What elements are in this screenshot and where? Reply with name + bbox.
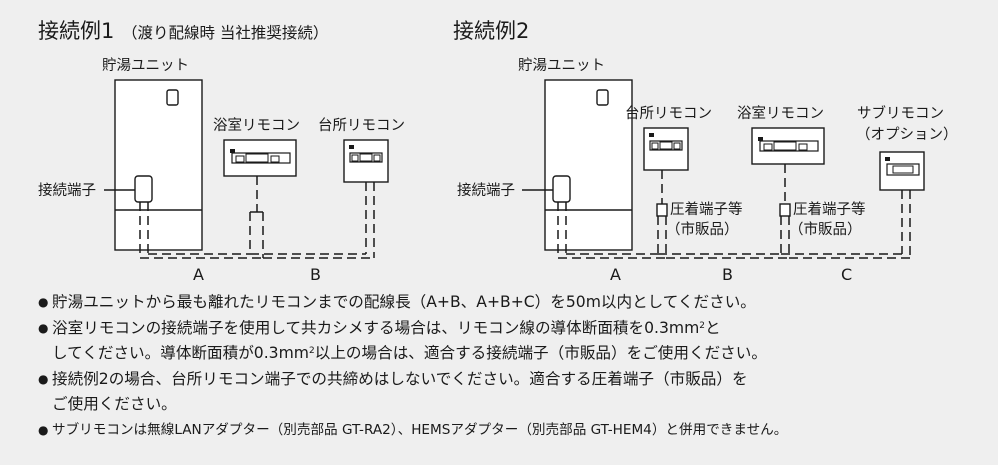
note-text: 浴室リモコンの接続端子を使用して共カシメする場合は、リモコン線の導体断面積を xyxy=(52,318,645,337)
note-value: 0.3mm xyxy=(253,344,309,362)
ex1-wiring xyxy=(139,176,375,259)
ex2-crimp1-note: （市販品） xyxy=(666,221,739,238)
ex2-wiring xyxy=(557,164,911,259)
ex1-segment-a: A xyxy=(193,265,204,284)
bullet-icon: ● xyxy=(38,320,49,335)
ex2-kitchen-remote xyxy=(643,127,689,171)
ex1-storage-unit xyxy=(114,79,203,251)
ex1-subtitle: （渡り配線時 当社推奨接続） xyxy=(122,24,328,42)
ex2-storage-unit xyxy=(544,79,633,251)
ex1-terminal-block xyxy=(134,175,153,203)
notes-list: ● 貯湯ユニットから最も離れたリモコンまでの配線長（A+B、A+B+C）を50m… xyxy=(38,290,993,443)
ex1-bath-remote xyxy=(223,139,297,177)
note-item: ● 接続例2の場合、台所リモコン端子での共締めはしないでください。適合する圧着端… xyxy=(38,367,993,418)
ex2-title: 接続例2 xyxy=(453,19,529,43)
ex1-remote-b-label: 台所リモコン xyxy=(318,117,405,134)
ex2-bath-remote xyxy=(751,127,825,165)
note-value: 0.3mm xyxy=(644,318,700,337)
ex2-segment-a: A xyxy=(610,265,621,284)
ex2-terminal-block xyxy=(552,175,571,203)
ex1-segment-b: B xyxy=(310,265,321,284)
note-superscript: 2 xyxy=(699,320,706,331)
note-text: ご使用ください。 xyxy=(52,395,177,413)
ex2-crimp-terminal-1 xyxy=(656,203,668,217)
ex1-remote-a-label: 浴室リモコン xyxy=(213,117,300,134)
note-text: サブリモコンは無線LANアダプター（別売部品 GT-RA2）、HEMSアダプター… xyxy=(52,421,788,438)
ex2-unit-label: 貯湯ユニット xyxy=(518,57,605,74)
ex2-crimp-terminal-2 xyxy=(779,203,791,217)
ex1-title: 接続例1 xyxy=(38,19,114,43)
ex2-segment-c: C xyxy=(841,265,852,284)
note-text: と xyxy=(705,318,721,337)
ex2-terminal-label: 接続端子 xyxy=(457,182,515,199)
ex2-remote-c-label: サブリモコン xyxy=(857,104,944,122)
ex2-remote-a-label: 台所リモコン xyxy=(625,105,712,122)
ex1-terminal-label: 接続端子 xyxy=(38,182,96,199)
bullet-icon: ● xyxy=(38,371,49,386)
bullet-icon: ● xyxy=(38,295,49,309)
ex2-crimp2-label: 圧着端子等 xyxy=(793,200,866,218)
ex2-remote-c-option-label: （オプション） xyxy=(856,126,958,143)
note-text: 以上の場合は、適合する接続端子（市販品）をご使用ください。 xyxy=(314,344,767,362)
ex1-unit-label: 貯湯ユニット xyxy=(102,57,189,74)
ex2-crimp1-label: 圧着端子等 xyxy=(670,200,743,218)
note-item: ● 貯湯ユニットから最も離れたリモコンまでの配線長（A+B、A+B+C）を50m… xyxy=(38,290,993,316)
note-text: 貯湯ユニットから最も離れたリモコンまでの配線長（A+B、A+B+C）を50m以内… xyxy=(52,293,756,311)
bullet-icon: ● xyxy=(38,422,49,437)
note-text: してください。導体断面積が xyxy=(52,344,254,362)
note-item: ● サブリモコンは無線LANアダプター（別売部品 GT-RA2）、HEMSアダプ… xyxy=(38,418,993,444)
ex1-kitchen-remote xyxy=(343,139,389,183)
ex2-sub-remote xyxy=(879,151,925,191)
note-text: 接続例2の場合、台所リモコン端子での共締めはしないでください。適合する圧着端子（… xyxy=(52,369,748,388)
note-item: ● 浴室リモコンの接続端子を使用して共カシメする場合は、リモコン線の導体断面積を… xyxy=(38,316,993,367)
ex2-segment-b: B xyxy=(722,265,733,284)
ex2-remote-b-label: 浴室リモコン xyxy=(737,105,824,122)
ex2-crimp2-note: （市販品） xyxy=(789,221,862,238)
note-superscript: 2 xyxy=(308,346,315,356)
